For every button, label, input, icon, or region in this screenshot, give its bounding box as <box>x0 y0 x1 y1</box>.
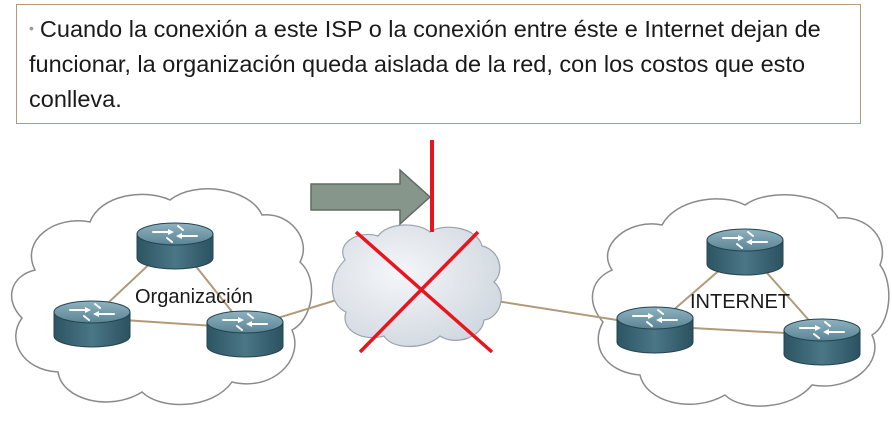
router-icon <box>616 306 694 354</box>
bullet-dot: • <box>29 20 34 36</box>
router-icon <box>706 228 784 276</box>
router-icon <box>53 300 131 348</box>
router-icon <box>783 318 861 366</box>
organization-label: Organización <box>135 286 253 308</box>
bullet-text-line: •Cuando la conexión a este ISP o la cone… <box>29 11 849 117</box>
router-icon <box>206 310 284 358</box>
text-box: •Cuando la conexión a este ISP o la cone… <box>16 4 861 124</box>
x-mark-icon <box>354 230 494 354</box>
router-icon <box>136 222 214 270</box>
right-arrow-icon <box>310 168 432 226</box>
bullet-text: Cuando la conexión a este ISP o la conex… <box>29 16 821 112</box>
internet-label: INTERNET <box>690 291 790 313</box>
